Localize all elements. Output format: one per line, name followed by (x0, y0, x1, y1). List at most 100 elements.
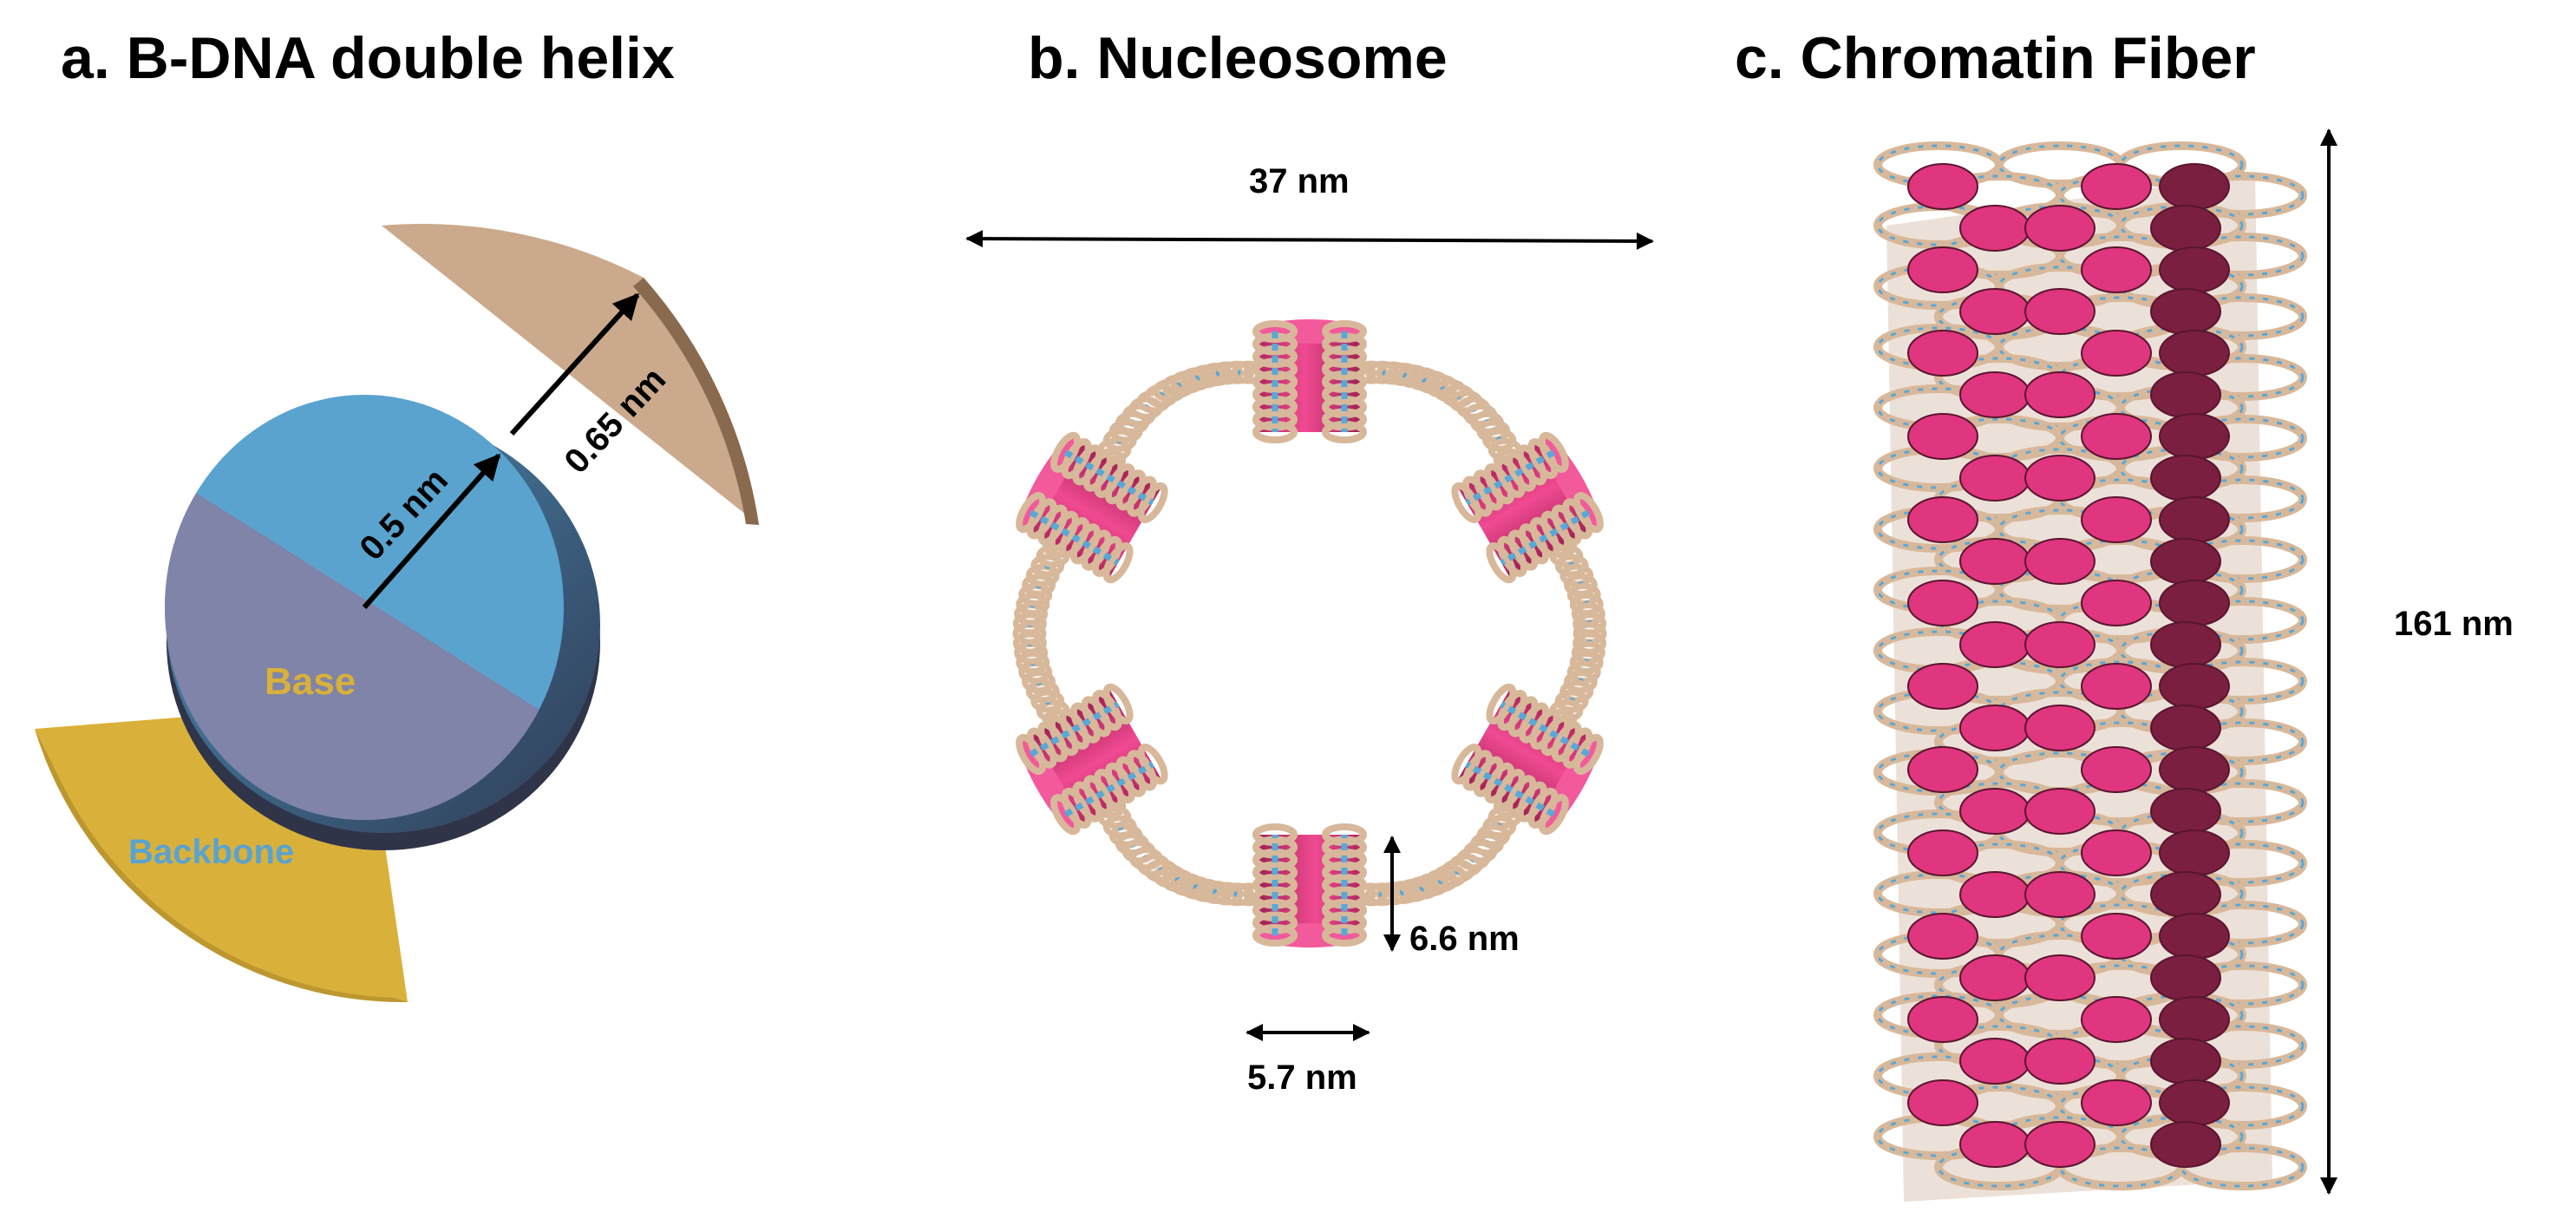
fiber-dna-base (2119, 934, 2244, 975)
fiber-histone (1959, 705, 2030, 751)
fiber-histone (1907, 580, 1978, 626)
dna-coil-icon (1252, 823, 1298, 846)
fiber-histone (2159, 413, 2230, 460)
height-label: 6.6 nm (1409, 920, 1520, 958)
fiber-histone (2150, 288, 2221, 335)
nucleosome-group (1016, 319, 1604, 947)
fiber-histone (1907, 246, 1978, 293)
fiber-histone (2024, 788, 2095, 835)
fiber-histone (1907, 829, 1978, 876)
dna-coil-icon (1322, 421, 1367, 443)
fiber-histone (2024, 455, 2095, 502)
histone-top (1542, 737, 1600, 832)
fiber-dna-base (2180, 1025, 2305, 1066)
dna-coil-icon (1252, 421, 1298, 443)
fiber-histone (2081, 913, 2152, 960)
fiber-dna-base (2119, 508, 2244, 550)
dna-coil-icon (1102, 683, 1134, 724)
dna-strand (1029, 509, 1120, 566)
fiber-histone (2159, 996, 2230, 1043)
panel-a-dna-cross-section: 0.5 nm 0.65 nm Base Backbone (35, 223, 759, 1003)
dna-coil-icon (1451, 744, 1482, 785)
fiber-histone (1959, 621, 2030, 668)
fiber-histone (2024, 538, 2095, 585)
fiber-histone (2024, 1121, 2095, 1168)
fiber-histone (2159, 580, 2230, 626)
dna-strand (1063, 449, 1154, 506)
fiber-dna-base (2180, 478, 2305, 520)
fiber-histone (2024, 205, 2095, 252)
fiber-histone (1959, 871, 2030, 918)
fiber-histone (2081, 496, 2152, 543)
linker-dna-ring (1012, 360, 1607, 907)
fiber-histone (1959, 455, 2030, 502)
fiber-histone (2024, 288, 2095, 335)
histone-top (1542, 435, 1600, 530)
width-label: 5.7 nm (1247, 1059, 1357, 1097)
fiber-dna-base (2180, 174, 2305, 216)
diameter-arrow (965, 230, 1654, 250)
backbone-sector-gold-edge (35, 729, 408, 1003)
dna-coil-icon (1486, 542, 1517, 584)
fiber-histone (2081, 1079, 2152, 1126)
fiber-histone (2150, 538, 2221, 585)
dna-coil-icon (1137, 744, 1168, 785)
dna-strand (1029, 701, 1120, 757)
panel-c-title: c. Chromatin Fiber (1735, 25, 2256, 91)
fiber-histone (2150, 871, 2221, 918)
linker-coil (1559, 563, 1594, 587)
nucleosome (1451, 683, 1604, 836)
linker-coil (1022, 573, 1056, 597)
linker-coil (1025, 679, 1060, 704)
linker-coil (1018, 582, 1053, 606)
fiber-dna-base (2180, 1085, 2305, 1127)
fiber-dna-base (2119, 630, 2244, 672)
fiber-histone (2150, 371, 2221, 418)
fiber-histone (1959, 371, 2030, 418)
histone-top (1019, 435, 1077, 530)
base-label: Base (265, 660, 356, 703)
dna-coil-icon (1137, 482, 1168, 523)
fiber-histone (1907, 1079, 1978, 1126)
fiber-histone (2159, 829, 2230, 876)
fiber-dna-base (2119, 569, 2244, 611)
fiber-histone (1907, 746, 1978, 793)
fiber-histone (2150, 954, 2221, 1001)
fiber-histone (2159, 496, 2230, 543)
fiber-dna-base (2180, 600, 2305, 641)
fiber-histone (2159, 330, 2230, 377)
fiber-dna-base (2119, 144, 2244, 186)
fiber-histone (2024, 871, 2095, 918)
fiber-histone (2081, 663, 2152, 710)
nucleosome (1451, 431, 1604, 584)
fiber-histone (1907, 330, 1978, 377)
fiber-dna-base (2180, 235, 2305, 277)
fiber-histone (2159, 1079, 2230, 1126)
fiber-dna-base (2119, 873, 2244, 915)
fiber-histone (2159, 663, 2230, 710)
radius-outer-arrow (509, 292, 640, 436)
fiber-histone (1959, 1121, 2030, 1168)
fiber-histone (2159, 913, 2230, 960)
linker-coil (1563, 670, 1598, 694)
fiber-dna-base (2180, 357, 2305, 398)
fiber-dna-base (2180, 539, 2305, 580)
fiber-dna-base (2180, 903, 2305, 945)
fiber-dna-base (2119, 1116, 2244, 1157)
fiber-histone (1959, 205, 2030, 252)
panel-a-title: a. B-DNA double helix (61, 25, 675, 91)
fiber-dna-base (2119, 691, 2244, 732)
fiber-histone (1907, 663, 1978, 710)
fiber-histone (2024, 954, 2095, 1001)
panel-b-nucleosome-ring: 37 nm 6.6 nm 5.7 nm (965, 162, 1654, 1097)
fiber-histone (2081, 163, 2152, 210)
dna-strand (1500, 701, 1591, 757)
panel-c-chromatin-fiber: 161 nm (1873, 128, 2514, 1202)
fiber-histone (1907, 996, 1978, 1043)
fiber-histone (2024, 705, 2095, 751)
dna-strand (1500, 509, 1591, 566)
radius-inner-arrow (362, 453, 501, 609)
fiber-dna-base (2180, 721, 2305, 763)
fiber-histone (2024, 371, 2095, 418)
